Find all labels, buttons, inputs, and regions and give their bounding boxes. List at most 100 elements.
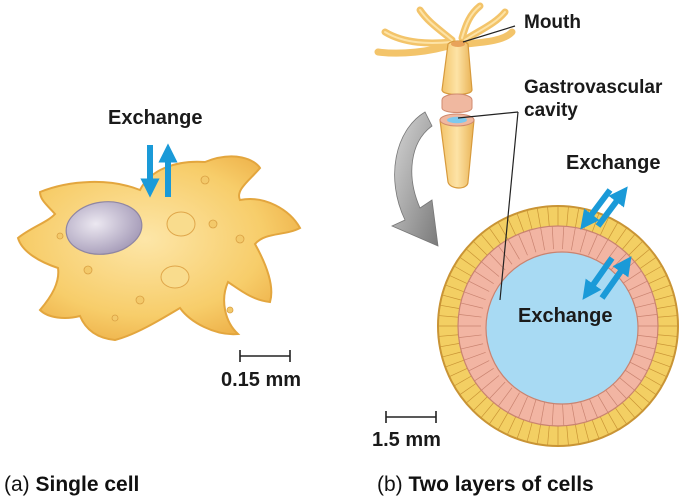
cell-wall: [449, 274, 468, 285]
tentacles: [374, 2, 516, 57]
vacuole: [208, 219, 218, 229]
cell-wall: [518, 234, 528, 256]
cell-wall: [518, 396, 528, 418]
single-cell: [16, 155, 302, 342]
cell-body: [16, 155, 302, 342]
cell-wall: [634, 314, 658, 318]
cavity-leader-top: [457, 111, 519, 119]
cell-wall: [453, 265, 472, 277]
caption-b: (b) Two layers of cells: [377, 474, 594, 495]
exchange-arrows-cell: [140, 143, 178, 198]
cell-wall: [551, 226, 554, 250]
vacuole: [56, 232, 64, 240]
curved-arrow: [391, 111, 439, 247]
hydra-lower-body: [439, 119, 475, 189]
cell-wall: [607, 221, 619, 240]
cell-wall: [575, 424, 580, 445]
cell-wall: [654, 294, 675, 301]
vacuole: [235, 234, 245, 244]
cell-wall: [607, 412, 619, 431]
cell-wall: [506, 217, 517, 236]
vacuole: [226, 306, 234, 314]
cell-wall: [622, 270, 642, 284]
cell-wall: [526, 209, 533, 230]
cell-wall: [488, 407, 501, 425]
cell-wall: [507, 392, 520, 413]
cell-wall: [526, 422, 533, 443]
nucleus: [65, 201, 143, 255]
cell-wall: [644, 375, 663, 387]
cell-wall: [583, 422, 590, 443]
caption-b-letter: (b): [377, 473, 403, 496]
cell-wall: [575, 207, 580, 228]
vacuole: [160, 265, 190, 289]
cell-wall: [472, 396, 488, 412]
cell-wall: [571, 227, 576, 251]
cell-wall: [588, 396, 598, 418]
cell-wall: [528, 399, 537, 422]
cell-wall: [459, 383, 477, 396]
cell-wall: [571, 401, 576, 425]
cell-wall: [536, 424, 541, 445]
cell-wall: [445, 359, 465, 368]
cell-wall: [628, 396, 644, 412]
cell-wall: [481, 375, 500, 391]
cell-wall: [441, 294, 462, 301]
exchange-label-outer: Exchange: [566, 152, 661, 174]
cell-wall: [588, 234, 598, 256]
cell-wall: [441, 351, 462, 358]
cell-wall: [480, 233, 494, 250]
mouth-leader: [462, 25, 516, 43]
cell-wall: [438, 315, 459, 318]
cell-wall: [622, 233, 636, 250]
cell-wall: [579, 230, 588, 253]
cell-wall: [639, 256, 657, 269]
exchange-arrows-inner: [582, 256, 632, 300]
cell-wall: [449, 367, 468, 378]
cell-wall: [540, 227, 545, 251]
cell-wall: [439, 343, 460, 348]
cell-wall: [596, 239, 609, 260]
cell-wall: [632, 302, 656, 309]
cell-wall: [516, 213, 525, 233]
cell-wall: [610, 381, 627, 399]
cell-wall: [648, 367, 667, 378]
cell-wall: [634, 334, 658, 338]
hydra-upper-body: [441, 40, 473, 96]
cell-wall: [459, 256, 477, 269]
cell-wall: [651, 359, 671, 368]
cell-wall: [654, 351, 675, 358]
cell-wall: [656, 343, 677, 348]
cell-wall: [480, 402, 494, 419]
vacuole: [111, 314, 119, 322]
hydra: [374, 2, 516, 189]
cell-wall: [603, 387, 618, 407]
vacuole: [200, 175, 210, 185]
cavity-label-line1: Gastrovascular: [524, 77, 663, 98]
cell-wall: [516, 419, 525, 439]
scale-bar-b: [385, 411, 437, 423]
exchange-label-cell: Exchange: [108, 107, 203, 129]
tentacle-highlights: [384, 5, 506, 44]
section-body: [441, 100, 473, 113]
caption-a: (a) Single cell: [4, 474, 139, 495]
cell-wall: [468, 360, 490, 372]
cell-wall: [634, 390, 651, 404]
mouth-label: Mouth: [524, 12, 581, 33]
caption-a-letter: (a): [4, 473, 30, 496]
scale-label-b: 1.5 mm: [372, 429, 441, 451]
cell-wall: [498, 245, 513, 265]
cell-wall: [453, 375, 472, 387]
cell-wall: [465, 248, 482, 262]
mouth: [451, 41, 465, 47]
scale-bar-a: [239, 350, 291, 362]
leader-lines: [457, 25, 519, 301]
cell-wall: [630, 291, 653, 300]
cell-wall: [656, 304, 677, 309]
cell-wall: [458, 314, 482, 318]
cell-wall: [540, 401, 545, 425]
cell-wall: [460, 343, 484, 350]
cell-wall: [528, 230, 537, 253]
cell-wall: [562, 226, 565, 250]
exchange-label-inner: Exchange: [518, 305, 613, 327]
